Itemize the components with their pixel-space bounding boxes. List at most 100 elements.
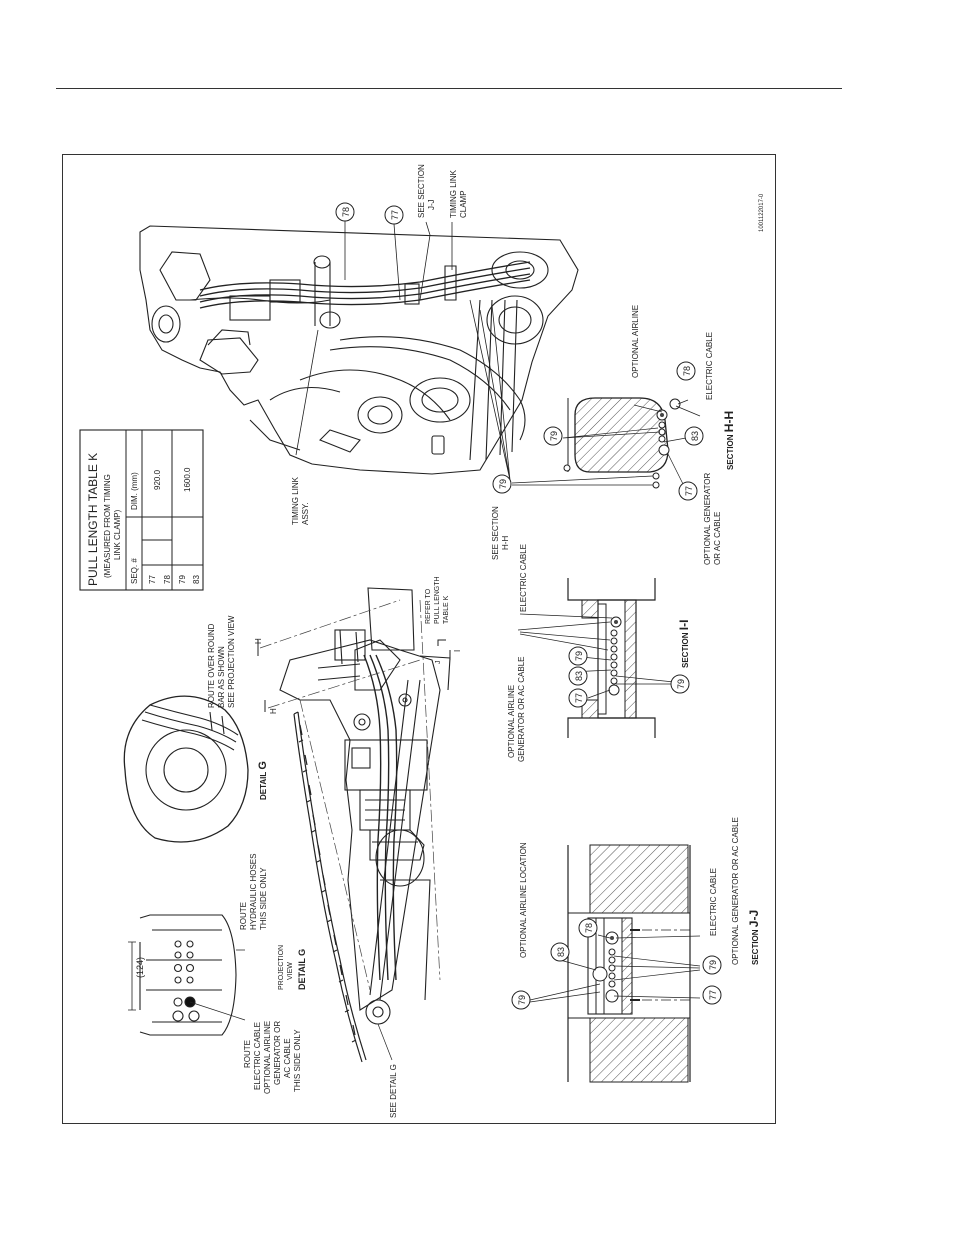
cut-marker-h-bottom: H [269, 708, 278, 714]
timing-link-assy-label: TIMING LINK [291, 476, 300, 525]
pull-table-dim-77: 920.0 [153, 469, 162, 490]
route-electric-label: ROUTE [243, 1040, 252, 1068]
ii-optional-airline-label: OPTIONAL AIRLINE [507, 685, 516, 758]
projection-view-label-2: VIEW [287, 962, 294, 980]
route-over-label: ROUTE OVER ROUND [207, 623, 216, 708]
route-electric-label-5: AC CABLE [283, 1038, 292, 1078]
svg-text:83: 83 [574, 671, 584, 681]
section-jj-title: SECTION J-J [747, 910, 761, 965]
svg-text:78: 78 [341, 207, 351, 217]
see-section-jj-label: SEE SECTION [417, 164, 426, 218]
svg-text:79: 79 [708, 960, 718, 970]
balloon-83-jj: 83 [550, 942, 570, 962]
section-jj [529, 844, 701, 1083]
pull-length-table: PULL LENGTH TABLE K (MEASURED FROM TIMIN… [79, 429, 204, 591]
svg-text:78: 78 [584, 923, 594, 933]
ii-electric-cable-label: ELECTRIC CABLE [519, 544, 528, 612]
jj-optional-airline-label: OPTIONAL AIRLINE LOCATION [519, 842, 528, 958]
svg-text:79: 79 [549, 431, 559, 441]
cut-marker-i: I [453, 650, 462, 652]
section-hh [511, 397, 701, 491]
pull-table-seq-83: 83 [192, 575, 201, 584]
svg-text:79: 79 [498, 479, 508, 489]
refer-to-label-2: PULL LENGTH [434, 576, 441, 624]
balloon-79-hh: 79 [543, 426, 563, 446]
svg-text:77: 77 [708, 990, 718, 1000]
balloon-79-mid: 79 [492, 474, 512, 494]
balloon-78-top: 78 [335, 202, 355, 222]
balloon-77-top: 77 [384, 205, 404, 225]
pull-table-seq-77: 77 [148, 575, 157, 584]
header-rule [56, 88, 842, 89]
svg-text:77: 77 [574, 693, 584, 703]
section-ii-title: SECTION I-I [677, 620, 691, 668]
timing-link-clamp-label-2: CLAMP [459, 190, 468, 218]
svg-text:79: 79 [517, 995, 527, 1005]
pull-table-seq-79: 79 [178, 575, 187, 584]
balloon-78-jj: 78 [578, 918, 598, 938]
route-electric-label-4: GENERATOR OR [273, 1021, 282, 1085]
route-over-label-2: BAR AS SHOWN [217, 646, 226, 708]
pull-table-subtitle-2: LINK CLAMP) [113, 509, 122, 560]
see-section-hh-label: SEE SECTION [491, 506, 500, 560]
balloon-78-hh: 78 [676, 361, 696, 381]
balloon-79-ii: 79 [568, 646, 588, 666]
route-over-label-3: SEE PROJECTION VIEW [227, 615, 236, 708]
route-electric-label-2: ELECTRIC CABLE [253, 1022, 262, 1090]
pull-table-col-dim: DIM. (mm) [130, 472, 139, 510]
svg-text:83: 83 [556, 947, 566, 957]
balloon-77-ii: 77 [568, 688, 588, 708]
timing-link-assembly [279, 587, 451, 1025]
projection-view-label: PROJECTION [278, 945, 285, 990]
dim-124-label: (124) [135, 957, 145, 978]
drag-chain [293, 711, 367, 1063]
refer-to-label-3: TABLE K [443, 595, 450, 624]
jj-optional-generator-label: OPTIONAL GENERATOR OR AC CABLE [731, 817, 740, 965]
balloon-83-hh: 83 [684, 426, 704, 446]
detail-g-title: DETAIL G [257, 761, 269, 800]
svg-text:79: 79 [574, 651, 584, 661]
route-hydraulic-label-3: THIS SIDE ONLY [259, 867, 268, 930]
hh-optional-airline-label: OPTIONAL AIRLINE [631, 305, 640, 378]
balloon-79-jj: 79 [511, 990, 531, 1010]
section-ii [517, 578, 675, 738]
section-hh-title: SECTION H-H [722, 411, 736, 470]
timing-link-assy-label-2: ASSY. [301, 502, 310, 525]
see-detail-g-label: SEE DETAIL G [389, 1064, 398, 1118]
see-section-hh-label-2: H-H [501, 536, 510, 550]
svg-text:77: 77 [684, 486, 694, 496]
drawing-frame [62, 154, 776, 1124]
machine-isometric-view [139, 225, 579, 475]
balloon-77-hh: 77 [678, 481, 698, 501]
timing-link-clamp-label: TIMING LINK [449, 169, 458, 218]
route-electric-label-3: OPTIONAL AIRLINE [263, 1021, 272, 1094]
svg-text:77: 77 [390, 210, 400, 220]
hh-optional-generator-label: OPTIONAL GENERATOR [703, 472, 712, 565]
refer-to-label: REFER TO [425, 588, 432, 624]
pull-table-title: PULL LENGTH TABLE K [86, 453, 100, 586]
route-electric-label-6: THIS SIDE ONLY [293, 1029, 302, 1092]
balloon-79-ii-low: 79 [670, 674, 690, 694]
balloon-77-jj-low: 77 [702, 985, 722, 1005]
projection-detail-label: DETAIL G [297, 949, 307, 990]
svg-text:79: 79 [676, 679, 686, 689]
cut-marker-h-top: H [254, 638, 263, 644]
pull-table-subtitle: (MEASURED FROM TIMING [103, 474, 112, 578]
drawing-number: 1001122017-0 [759, 193, 765, 232]
pull-table-seq-78: 78 [163, 575, 172, 584]
route-hydraulic-label: ROUTE [239, 902, 248, 930]
svg-text:83: 83 [690, 431, 700, 441]
see-section-jj-label-2: J-J [427, 199, 436, 210]
cut-marker-j: J [435, 661, 442, 665]
detail-g [123, 695, 249, 843]
route-hydraulic-label-2: HYDRAULIC HOSES [249, 854, 258, 930]
jj-electric-cable-label: ELECTRIC CABLE [709, 868, 718, 936]
pull-table-dim-79: 1600.0 [183, 467, 192, 492]
hh-electric-cable-label: ELECTRIC CABLE [705, 332, 714, 400]
balloon-79-jj-low: 79 [702, 955, 722, 975]
pull-table-col-seq: SEQ. # [130, 558, 139, 584]
hh-optional-generator-label-2: OR AC CABLE [713, 512, 722, 565]
ii-generator-label: GENERATOR OR AC CABLE [517, 656, 526, 762]
center-lines [259, 599, 441, 991]
